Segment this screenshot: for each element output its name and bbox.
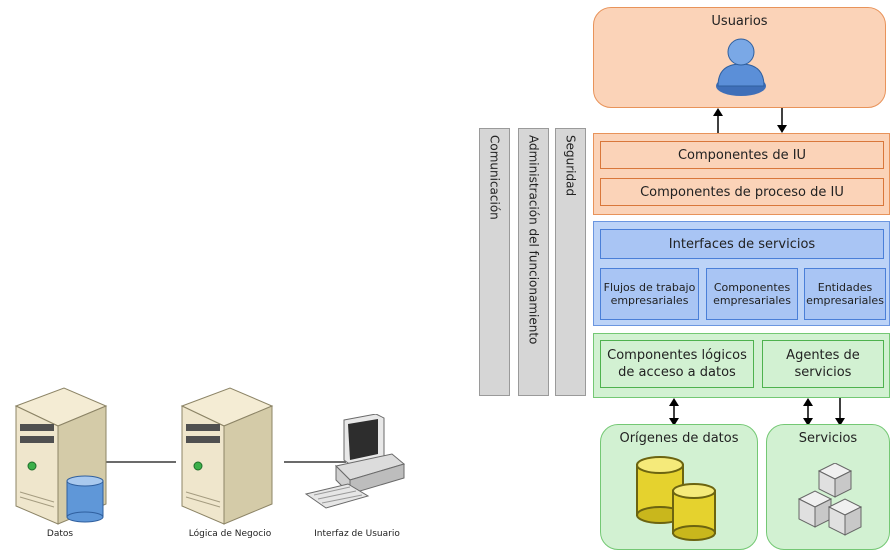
user-icon: [716, 38, 766, 96]
ui-process-components: Componentes de proceso de IU: [600, 178, 884, 206]
arrow-services-down: [835, 398, 845, 426]
crosscutting-operational-management-label: Administración del funcionamiento: [526, 135, 541, 345]
arrow-data-sources-bidirectional: [669, 398, 679, 426]
service-agents: Agentes de servicios: [762, 340, 884, 388]
connector-data-logic: [100, 461, 176, 463]
client-computer-icon: [304, 414, 406, 509]
database-icon: [66, 475, 104, 523]
services-title: Servicios: [798, 431, 858, 446]
crosscutting-communication-label: Comunicación: [487, 135, 502, 220]
crosscutting-operational-management: Administración del funcionamiento: [518, 128, 549, 396]
arrow-users-to-ui: [777, 108, 787, 133]
business-workflows: Flujos de trabajo empresariales: [600, 268, 699, 320]
data-access-components: Componentes lógicos de acceso a datos: [600, 340, 754, 388]
ui-components: Componentes de IU: [600, 141, 884, 169]
crosscutting-communication: Comunicación: [479, 128, 510, 396]
services-box: Servicios: [766, 424, 890, 550]
business-components: Componentes empresariales: [706, 268, 798, 320]
services-icon: [797, 463, 863, 536]
users-box: Usuarios: [593, 7, 886, 108]
server-logic-icon: [180, 387, 274, 525]
crosscutting-security: Seguridad: [555, 128, 586, 396]
data-sources-icon: [636, 456, 716, 541]
server-logic-label: Lógica de Negocio: [188, 529, 272, 539]
users-title: Usuarios: [711, 14, 768, 29]
connector-logic-client: [284, 461, 346, 463]
data-sources-box: Orígenes de datos: [600, 424, 758, 550]
server-data-label: Datos: [46, 529, 74, 539]
service-interfaces: Interfaces de servicios: [600, 229, 884, 259]
data-sources-title: Orígenes de datos: [619, 431, 739, 446]
client-label: Interfaz de Usuario: [314, 529, 400, 539]
business-entities: Entidades empresariales: [804, 268, 886, 320]
arrow-ui-to-users: [713, 108, 723, 133]
crosscutting-security-label: Seguridad: [563, 135, 578, 197]
arrow-services-bidirectional: [803, 398, 813, 426]
